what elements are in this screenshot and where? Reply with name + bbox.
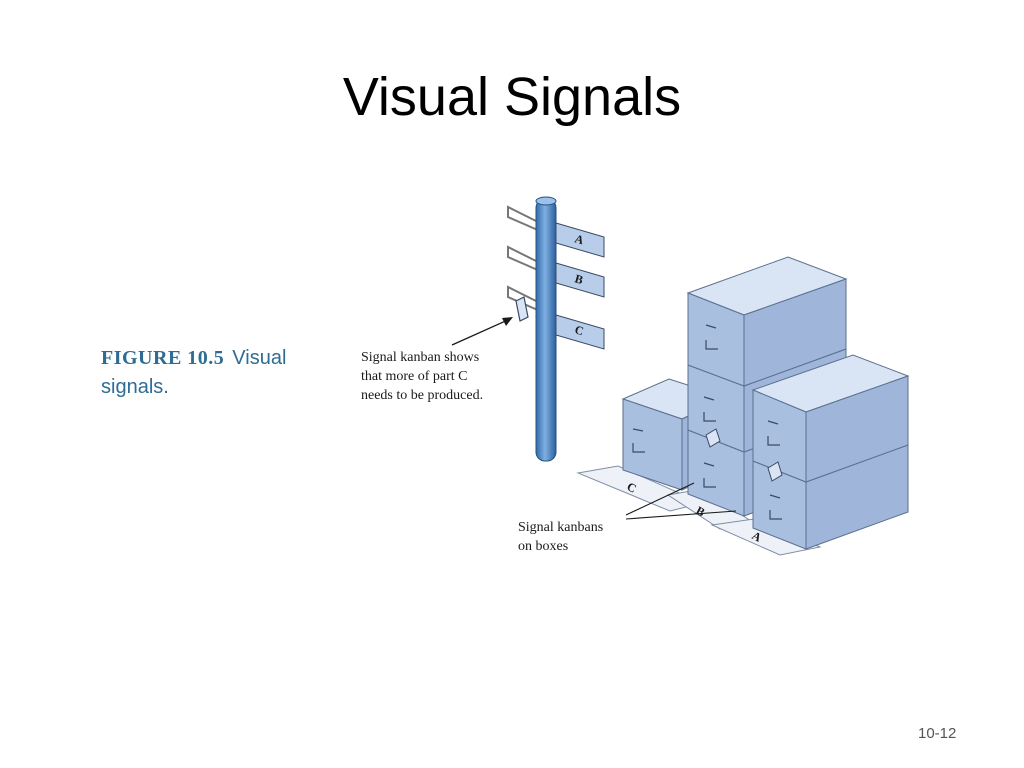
figure-caption-text: Visual signals. — [101, 347, 287, 398]
box-b-top-handle-icon — [705, 324, 718, 350]
callout-pole-signal: Signal kanban shows that more of part C … — [361, 317, 513, 403]
pole-sign-a — [555, 222, 605, 258]
box-stack-a — [751, 354, 910, 550]
pole-sign-b-text: B — [573, 271, 585, 287]
pole-signal-kanban-flag-icon — [515, 296, 529, 322]
box-a-top-handle-icon — [767, 420, 780, 446]
signal-pole — [535, 196, 557, 462]
callout-pole-line-3: needs to be produced. — [361, 388, 483, 403]
callout-pole-line-2: that more of part C — [361, 369, 468, 384]
callout-pole-arrowhead-icon — [502, 317, 513, 326]
callout-boxes-text-2: on boxes — [518, 539, 568, 554]
callout-pole-arrow — [451, 318, 511, 346]
callout-pole-line-1: Signal kanban shows — [361, 350, 479, 365]
callout-boxes-line-2 — [625, 510, 737, 520]
kanban-visual-signals-diagram: C B A — [361, 196, 910, 556]
floor-kanban-labels: C B A — [576, 465, 822, 556]
box-a-bottom-handle-icon — [769, 494, 782, 520]
pole-body — [535, 198, 557, 462]
box-a-top-side — [805, 375, 909, 483]
box-b-signal-kanban-icon — [705, 428, 721, 448]
hook-a — [507, 205, 541, 232]
floor-label-a — [710, 518, 822, 556]
pole-sign-c-text: C — [573, 322, 585, 338]
figure-label: FIGURE 10.5 — [101, 347, 225, 369]
hook-b — [507, 245, 541, 272]
box-a-signal-kanban-icon — [767, 461, 783, 482]
pole-sign-c — [555, 314, 605, 350]
box-b-middle-handle-icon — [703, 396, 716, 422]
box-b-top-side — [743, 278, 847, 387]
pole-sign-b — [555, 262, 605, 298]
slide-page-number: 10-12 — [918, 725, 957, 742]
callout-boxes-line-1 — [625, 482, 695, 516]
callout-box-signals: Signal kanbans on boxes — [518, 482, 737, 554]
pole-sign-a-text: A — [573, 231, 586, 247]
callout-boxes-text-1: Signal kanbans — [518, 520, 603, 535]
box-c-handle-icon — [632, 428, 645, 453]
box-b-bottom-handle-icon — [703, 462, 716, 488]
slide-title: Visual Signals — [342, 67, 682, 127]
pole-hooks — [507, 205, 541, 312]
pole-cap — [535, 196, 557, 206]
pole-signs: A B C — [515, 222, 605, 350]
